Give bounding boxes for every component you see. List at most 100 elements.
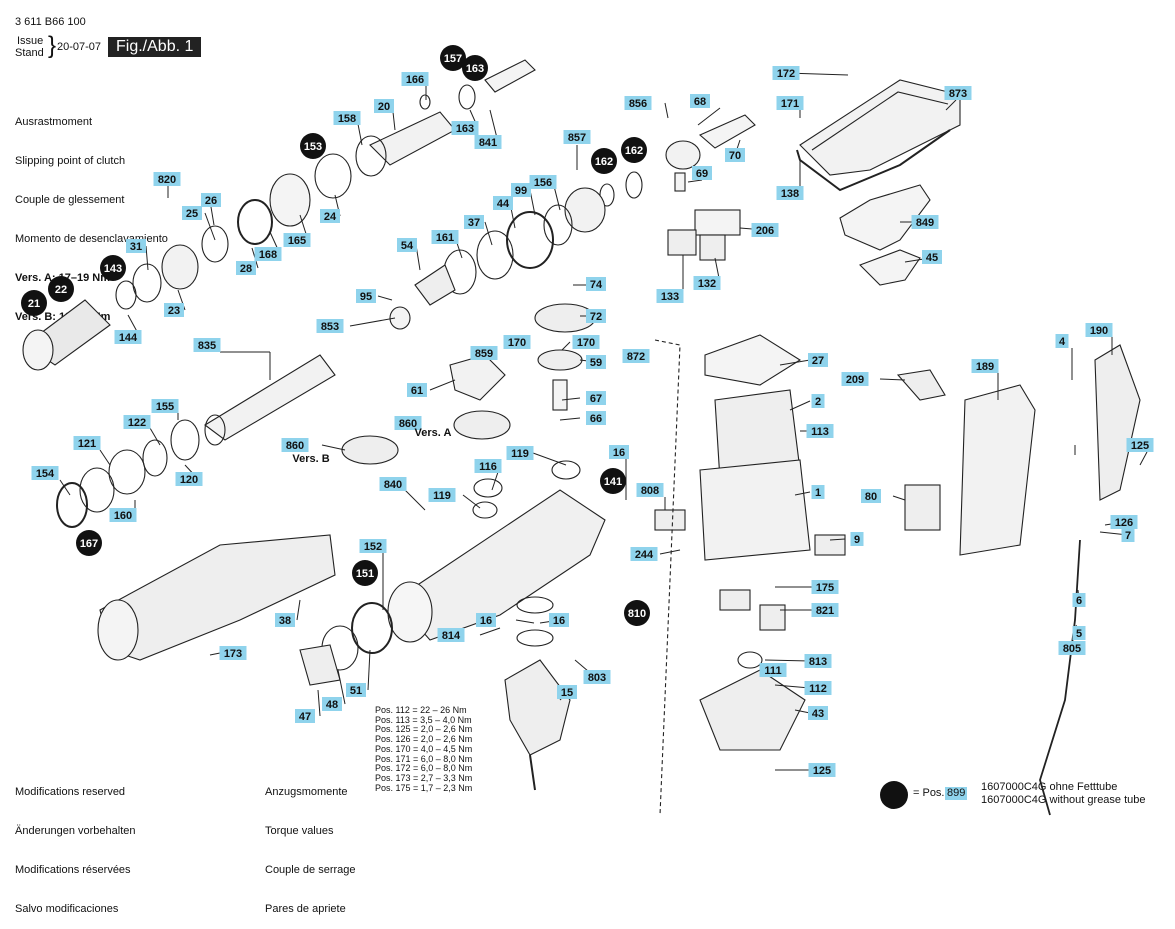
part-label-171: 171 [781, 98, 799, 110]
leader-line [659, 549, 681, 555]
part-label-23: 23 [168, 305, 180, 317]
part-label-28: 28 [240, 263, 252, 275]
part-label-25: 25 [186, 208, 198, 220]
part-label-bg [583, 670, 611, 684]
part-label-803: 803 [588, 672, 606, 684]
part-label-158: 158 [338, 113, 356, 125]
part-label-860: 860 [399, 418, 417, 430]
deflector-27 [704, 334, 802, 386]
part-label-7: 7 [1125, 530, 1131, 542]
part-label-bg [401, 72, 429, 86]
clutch-line-de: Ausrastmoment [15, 116, 93, 128]
conrod-70 [698, 114, 756, 149]
part-label-bg [586, 355, 606, 369]
part-label-bg [73, 436, 101, 450]
part-label-bg [804, 681, 832, 695]
part-label-bg [474, 135, 502, 149]
part-label-873: 873 [949, 88, 967, 100]
part-label-bg [804, 654, 832, 668]
leader-line [794, 709, 811, 714]
part-label-51: 51 [350, 685, 362, 697]
leader-line [337, 669, 346, 705]
part-label-99: 99 [515, 185, 527, 197]
doc-number: 3 611 B66 100 [15, 16, 86, 28]
leader-line [296, 599, 301, 621]
part-label-43: 43 [812, 708, 824, 720]
torque-value: Pos. 172 = 6,0 – 8,0 Nm [375, 763, 473, 774]
plate-59 [537, 349, 583, 371]
part-label-bg [31, 466, 59, 480]
part-label-44: 44 [497, 198, 510, 210]
part-label-20: 20 [378, 101, 390, 113]
leader-line [789, 400, 811, 411]
leader-line [764, 659, 811, 662]
callout-157: 157 [444, 53, 462, 65]
part-label-bg [126, 239, 146, 253]
legend-callout-dot [880, 781, 908, 809]
part-label-16: 16 [480, 615, 492, 627]
leader-line [687, 179, 703, 183]
part-label-872: 872 [627, 351, 645, 363]
part-label-859: 859 [475, 348, 493, 360]
part-label-bg [572, 335, 600, 349]
switch-80 [904, 484, 941, 531]
part-label-bg [811, 485, 825, 499]
callout-circle [621, 137, 647, 163]
part-label-16: 16 [553, 615, 565, 627]
leader-line [664, 102, 669, 119]
part-label-bg [493, 196, 513, 210]
part-label-bg [175, 472, 203, 486]
part-label-bg [151, 399, 179, 413]
part-label-820: 820 [158, 174, 176, 186]
part-label-bg [1055, 334, 1069, 348]
part-label-15: 15 [561, 687, 573, 699]
part-label-bg [503, 335, 531, 349]
part-label-bg [772, 66, 800, 80]
cylinder-835 [204, 354, 336, 441]
clutch-text: Ausrastmoment Slipping point of clutch C… [15, 90, 168, 337]
part-label-bg [971, 359, 999, 373]
issue-date: 20-07-07 [57, 41, 102, 53]
part-label-68: 68 [694, 96, 706, 108]
leader-line [794, 491, 811, 496]
part-label-119: 119 [511, 448, 529, 460]
switch-209 [896, 369, 946, 401]
part-label-209: 209 [846, 374, 864, 386]
part-label-bg [437, 628, 465, 642]
part-label-840: 840 [384, 479, 402, 491]
leader-line [779, 359, 811, 366]
leader-line [321, 444, 346, 451]
armature-15 [504, 659, 571, 756]
part-label-155: 155 [156, 401, 174, 413]
part-label-bg [281, 438, 309, 452]
part-label-857: 857 [568, 132, 586, 144]
torque-en: Torque values [265, 825, 334, 837]
part-label-bg [759, 663, 787, 677]
part-label-bg [586, 391, 606, 405]
shroud-873 [799, 79, 961, 176]
cable-6 [1039, 539, 1081, 816]
motor-housing-1 [699, 459, 811, 561]
part-label-bg [511, 183, 531, 197]
part-61 [449, 354, 506, 401]
part-label-bg [529, 175, 557, 189]
leader-line [559, 417, 581, 421]
part-label-48: 48 [326, 699, 338, 711]
part-label-bg [808, 763, 836, 777]
part-label-bg [182, 206, 202, 220]
issue-label: Issue [17, 35, 44, 47]
clutch-line-fr: Couple de glessement [15, 194, 125, 206]
version-label-b: Vers. B [292, 453, 329, 465]
leader-line [879, 378, 906, 381]
leader-line [1139, 451, 1148, 466]
leader-line [357, 123, 363, 146]
part-label-bg [474, 459, 502, 473]
part-label-860: 860 [286, 440, 304, 452]
part-label-bg [407, 383, 427, 397]
part-label-bg [811, 580, 839, 594]
part-label-bg [295, 709, 315, 723]
part-label-154: 154 [36, 468, 55, 480]
part-808 [654, 509, 686, 531]
part-label-161: 161 [436, 232, 454, 244]
part-label-bg [428, 488, 456, 502]
